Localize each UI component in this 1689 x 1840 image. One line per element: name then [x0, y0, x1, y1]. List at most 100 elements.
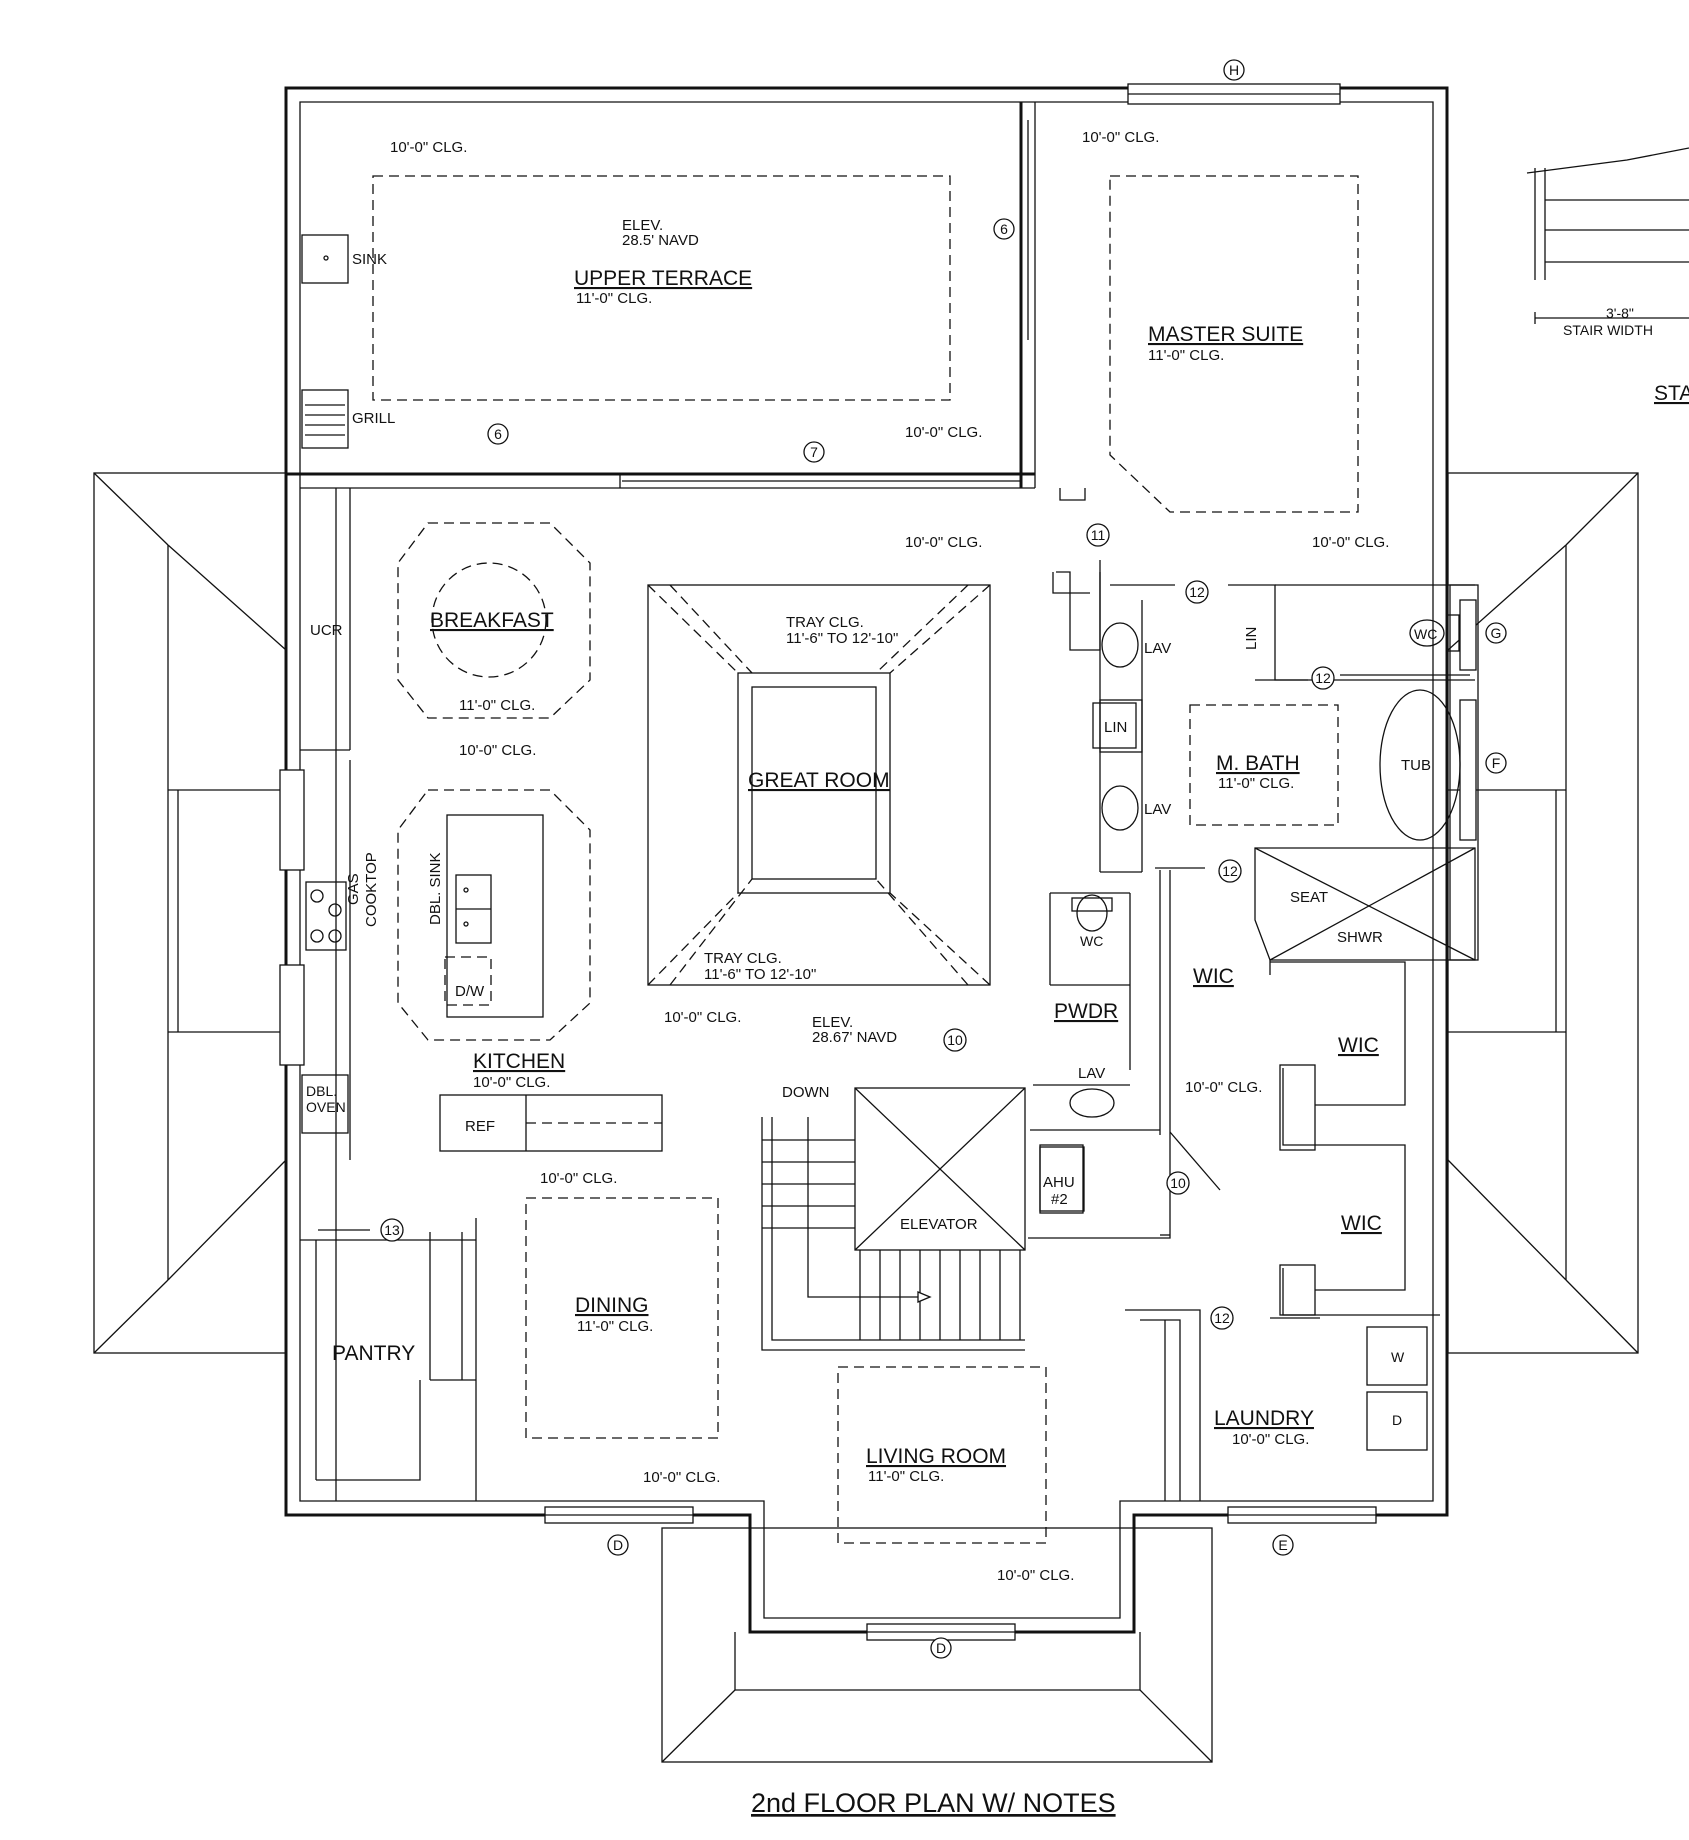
- ceiling-notes: 10'-0" CLG. 10'-0" CLG. 11'-0" CLG. 11'-…: [390, 129, 1389, 1584]
- clg-note: 11'-0" CLG.: [577, 1318, 653, 1335]
- elev-label: ELEV.: [812, 1014, 853, 1031]
- window-tag: H: [1223, 59, 1245, 81]
- fixture-labels: SINK GRILL UCR DBL. SINK D/W GAS COOKTOP…: [306, 251, 1437, 1428]
- door-tag: 11: [1086, 523, 1110, 547]
- door-tag: 10: [1166, 1171, 1190, 1195]
- dbl-oven-label: OVEN: [306, 1099, 346, 1115]
- terrace-door-openings: [385, 120, 1029, 488]
- clg-note: 10'-0" CLG.: [905, 534, 982, 551]
- svg-text:12: 12: [1189, 584, 1205, 600]
- clg-note: 10'-0" CLG.: [664, 1009, 741, 1026]
- washer-label: W: [1391, 1349, 1405, 1365]
- svg-text:6: 6: [1000, 221, 1008, 237]
- breakfast-label: BREAKFAST: [430, 609, 554, 632]
- ucr-label: UCR: [310, 622, 343, 639]
- clg-note: 10'-0" CLG.: [1312, 534, 1389, 551]
- tray-clg-label: TRAY CLG.: [704, 950, 782, 967]
- clg-note: 10'-0" CLG.: [1232, 1431, 1309, 1448]
- pwdr-label: PWDR: [1054, 1000, 1118, 1023]
- wic-label-2: WIC: [1338, 1034, 1379, 1057]
- svg-text:D: D: [936, 1640, 946, 1656]
- laundry-label: LAUNDRY: [1214, 1407, 1314, 1430]
- upper-terrace-label: UPPER TERRACE: [574, 267, 752, 290]
- dining-label: DINING: [575, 1294, 649, 1317]
- stair-section-title: STA: [1654, 382, 1689, 405]
- door-tag: 13: [380, 1218, 404, 1242]
- svg-text:E: E: [1278, 1537, 1287, 1553]
- dw-label: D/W: [455, 983, 485, 1000]
- wc-label: WC: [1414, 626, 1437, 642]
- door-tag: 6: [487, 423, 509, 445]
- door-tag: 12: [1185, 580, 1209, 604]
- svg-text:10: 10: [947, 1032, 963, 1048]
- door-swings: [318, 488, 1470, 1319]
- clg-note: 11'-0" CLG.: [868, 1468, 944, 1485]
- svg-text:11: 11: [1091, 527, 1106, 543]
- clg-note: 10'-0" CLG.: [473, 1074, 550, 1091]
- stair-and-elevator: [761, 1087, 1084, 1351]
- exterior-walls: [284, 86, 1449, 1634]
- roof-outline-south: [661, 1527, 1213, 1763]
- living-room-label: LIVING ROOM: [866, 1445, 1006, 1468]
- pantry-label: PANTRY: [332, 1342, 415, 1365]
- clg-note: 10'-0" CLG.: [1185, 1079, 1262, 1096]
- clg-note: 11'-0" CLG.: [1218, 775, 1294, 792]
- ahu-label: AHU: [1043, 1174, 1075, 1191]
- clg-note: 10'-0" CLG.: [459, 742, 536, 759]
- door-tag: 10: [943, 1028, 967, 1052]
- lav-label: LAV: [1144, 801, 1171, 818]
- lin-label: LIN: [1104, 719, 1127, 736]
- m-bath-label: M. BATH: [1216, 752, 1300, 775]
- clg-note: 10'-0" CLG.: [643, 1469, 720, 1486]
- svg-text:13: 13: [384, 1222, 400, 1238]
- door-tag: 12: [1311, 666, 1335, 690]
- cooktop-label: COOKTOP: [363, 852, 380, 927]
- stair-width-caption: STAIR WIDTH: [1563, 322, 1653, 338]
- lin-label: LIN: [1243, 627, 1260, 650]
- tray-clg-range: 11'-6" TO 12'-10": [786, 630, 898, 647]
- door-tag: 12: [1210, 1306, 1234, 1330]
- interior-walls: [300, 234, 1479, 1501]
- elev-navd: 28.67' NAVD: [812, 1029, 897, 1046]
- door-tag: 6: [993, 218, 1015, 240]
- kitchen-fixtures: [301, 255, 663, 1152]
- clg-note: 11'-0" CLG.: [459, 697, 535, 714]
- svg-text:F: F: [1492, 755, 1501, 771]
- tub-label: TUB: [1401, 757, 1431, 774]
- lav-label: LAV: [1144, 640, 1171, 657]
- window-tag: E: [1272, 1534, 1294, 1556]
- grill-label: GRILL: [352, 410, 395, 427]
- ref-label: REF: [465, 1118, 495, 1135]
- dbl-oven-label: DBL.: [306, 1083, 337, 1099]
- sink-label: SINK: [352, 251, 387, 268]
- door-tag: 12: [1218, 859, 1242, 883]
- tray-clg-range: 11'-6" TO 12'-10": [704, 966, 816, 983]
- ceiling-outlines: [372, 175, 1359, 1544]
- window-openings: [279, 83, 1477, 1641]
- clg-note: 10'-0" CLG.: [905, 424, 982, 441]
- great-room-label: GREAT ROOM: [748, 769, 890, 792]
- svg-text:12: 12: [1315, 670, 1331, 686]
- lav-label: LAV: [1078, 1065, 1105, 1082]
- ahu-label: #2: [1051, 1191, 1068, 1208]
- room-labels: UPPER TERRACE MASTER SUITE BREAKFAST GRE…: [332, 267, 1382, 1468]
- shwr-label: SHWR: [1337, 929, 1383, 946]
- window-tag: D: [607, 1534, 629, 1556]
- window-tag: F: [1485, 752, 1507, 774]
- bathroom-fixtures: [1069, 614, 1461, 1451]
- svg-text:H: H: [1229, 62, 1239, 78]
- gas-label: GAS: [345, 873, 362, 905]
- tray-clg-label: TRAY CLG.: [786, 614, 864, 631]
- svg-text:7: 7: [810, 444, 818, 460]
- wc-label: WC: [1080, 933, 1103, 949]
- window-tag: G: [1485, 622, 1507, 644]
- door-tag: 7: [803, 441, 825, 463]
- kitchen-label: KITCHEN: [473, 1050, 565, 1073]
- elevation-notes: ELEV. 28.5' NAVD ELEV. 28.67' NAVD: [622, 217, 897, 1046]
- svg-text:12: 12: [1222, 863, 1238, 879]
- clg-note: 11'-0" CLG.: [576, 290, 652, 307]
- clg-note: 10'-0" CLG.: [997, 1567, 1074, 1584]
- svg-text:10: 10: [1170, 1175, 1186, 1191]
- wic-label-3: WIC: [1341, 1212, 1382, 1235]
